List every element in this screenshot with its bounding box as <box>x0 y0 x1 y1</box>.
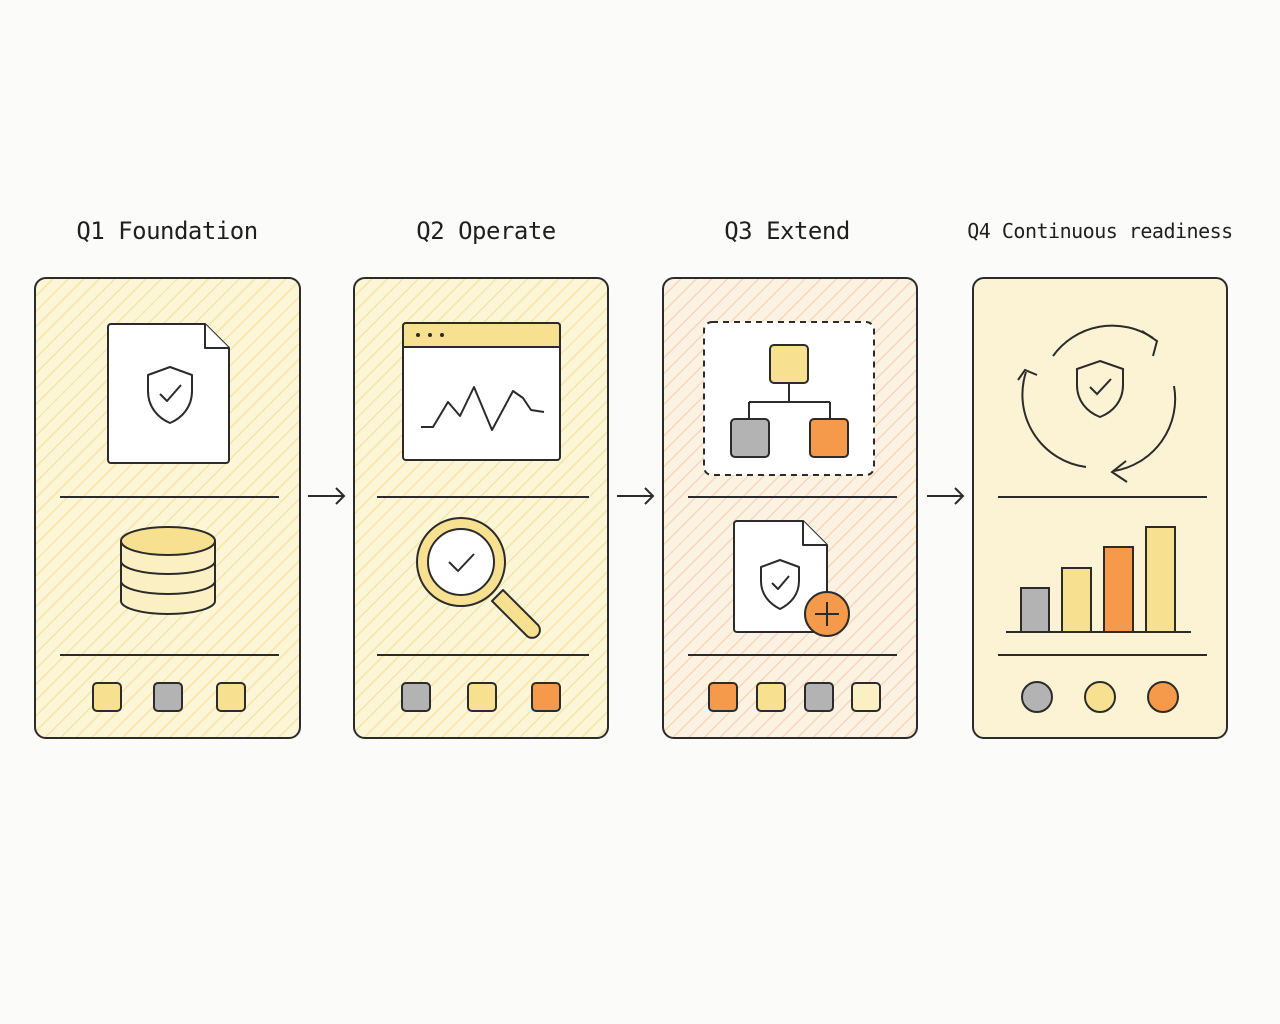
stage-title-q1: Q1 Foundation <box>76 217 258 245</box>
status-square-yellow <box>756 682 786 712</box>
status-square-gray <box>804 682 834 712</box>
stage-card-q3 <box>662 277 918 739</box>
status-square-yellow <box>92 682 122 712</box>
status-square-orange <box>708 682 738 712</box>
arrow-right-icon <box>308 487 346 505</box>
status-circle-orange <box>1147 681 1179 713</box>
status-square-yellow <box>216 682 246 712</box>
monitoring-window-icon <box>402 322 561 461</box>
stage-card-q4 <box>972 277 1228 739</box>
magnifier-check-icon <box>416 517 541 639</box>
secure-document-add-icon <box>733 520 850 637</box>
status-circle-gray <box>1021 681 1053 713</box>
arrow-right-icon <box>617 487 655 505</box>
status-circles <box>1021 681 1179 713</box>
stage-card-q1 <box>34 277 301 739</box>
cycle-shield-icon <box>1017 324 1177 483</box>
arrow-right-icon <box>927 487 965 505</box>
status-square-orange <box>531 682 561 712</box>
stage-card-q2 <box>353 277 609 739</box>
status-circle-yellow <box>1084 681 1116 713</box>
secure-document-icon <box>107 323 230 464</box>
bar-chart-icon <box>1006 526 1191 633</box>
status-squares <box>708 682 881 712</box>
status-square-cream <box>851 682 881 712</box>
database-icon <box>120 526 216 615</box>
status-squares <box>401 682 561 712</box>
stage-title-q2: Q2 Operate <box>416 217 556 245</box>
status-square-gray <box>401 682 431 712</box>
stage-title-q3: Q3 Extend <box>724 217 850 245</box>
stage-title-q4: Q4 Continuous readiness <box>967 219 1233 243</box>
status-squares <box>92 682 246 712</box>
status-square-yellow <box>467 682 497 712</box>
hierarchy-icon <box>703 321 875 476</box>
status-square-gray <box>153 682 183 712</box>
